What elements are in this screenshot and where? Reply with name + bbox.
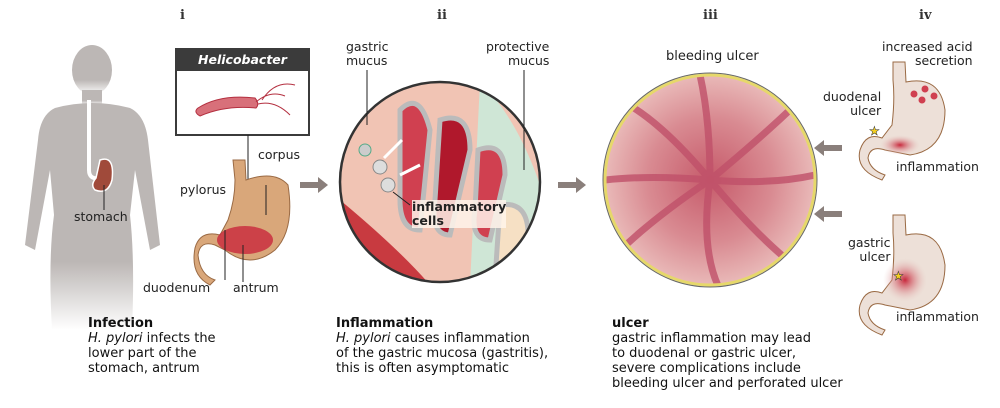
arrow-left-icon — [814, 140, 842, 156]
caption-line: gastric inflammation may lead — [612, 331, 811, 346]
caption-infection: Infection H. pylori infects the lower pa… — [88, 316, 216, 376]
caption-line: lower part of the — [88, 346, 197, 361]
caption-inflammation: Inflammation H. pylori causes inflammati… — [336, 316, 548, 376]
caption-italic: H. pylori — [336, 331, 391, 346]
arrow-right-icon — [300, 177, 328, 193]
stomach-gastric-ulcer: ★ — [858, 214, 946, 336]
ulcer-star-icon: ★ — [869, 124, 880, 138]
caption-line: causes inflammation — [390, 331, 530, 346]
caption-title: Inflammation — [336, 316, 434, 331]
human-silhouette — [25, 45, 160, 330]
label-corpus: corpus — [258, 147, 301, 162]
caption-line: severe complications include — [612, 361, 801, 376]
small-stomach — [92, 158, 114, 192]
caption-line: bleeding ulcer and perforated ulcer — [612, 376, 843, 391]
arrow-right-icon — [558, 177, 586, 193]
panel-number-i: i — [180, 8, 185, 23]
label-stomach: stomach — [74, 209, 128, 224]
caption-line: infects the — [142, 331, 216, 346]
caption-title: ulcer — [612, 316, 649, 331]
label-duodenum: duodenum — [143, 280, 211, 295]
label-bleeding-ulcer: bleeding ulcer — [666, 49, 759, 64]
caption-line: to duodenal or gastric ulcer, — [612, 346, 797, 361]
caption-ulcer: ulcer gastric inflammation may lead to d… — [612, 316, 843, 391]
arrow-left-icon — [814, 206, 842, 222]
label-inflammation-top: inflammation — [896, 159, 979, 174]
ulcer-star-icon: ★ — [893, 269, 904, 283]
caption-line: this is often asymptomatic — [336, 361, 510, 376]
stomach-illustration — [193, 159, 291, 286]
h-pylori-box-title: Helicobacter pylori — [176, 49, 309, 89]
panel-number-iii: iii — [703, 8, 718, 23]
panel-number-iv: iv — [919, 8, 932, 23]
stomach-duodenal-ulcer: ★ — [858, 61, 946, 181]
panel-number-ii: ii — [437, 8, 447, 23]
label-pylorus: pylorus — [180, 182, 227, 197]
label-inflammation-bottom: inflammation — [896, 309, 979, 324]
bacterium-icon — [195, 96, 259, 117]
caption-title: Infection — [88, 316, 154, 331]
label-antrum: antrum — [233, 280, 279, 295]
caption-line: stomach, antrum — [88, 361, 200, 376]
caption-line: of the gastric mucosa (gastritis), — [336, 346, 549, 361]
caption-italic: H. pylori — [88, 331, 143, 346]
